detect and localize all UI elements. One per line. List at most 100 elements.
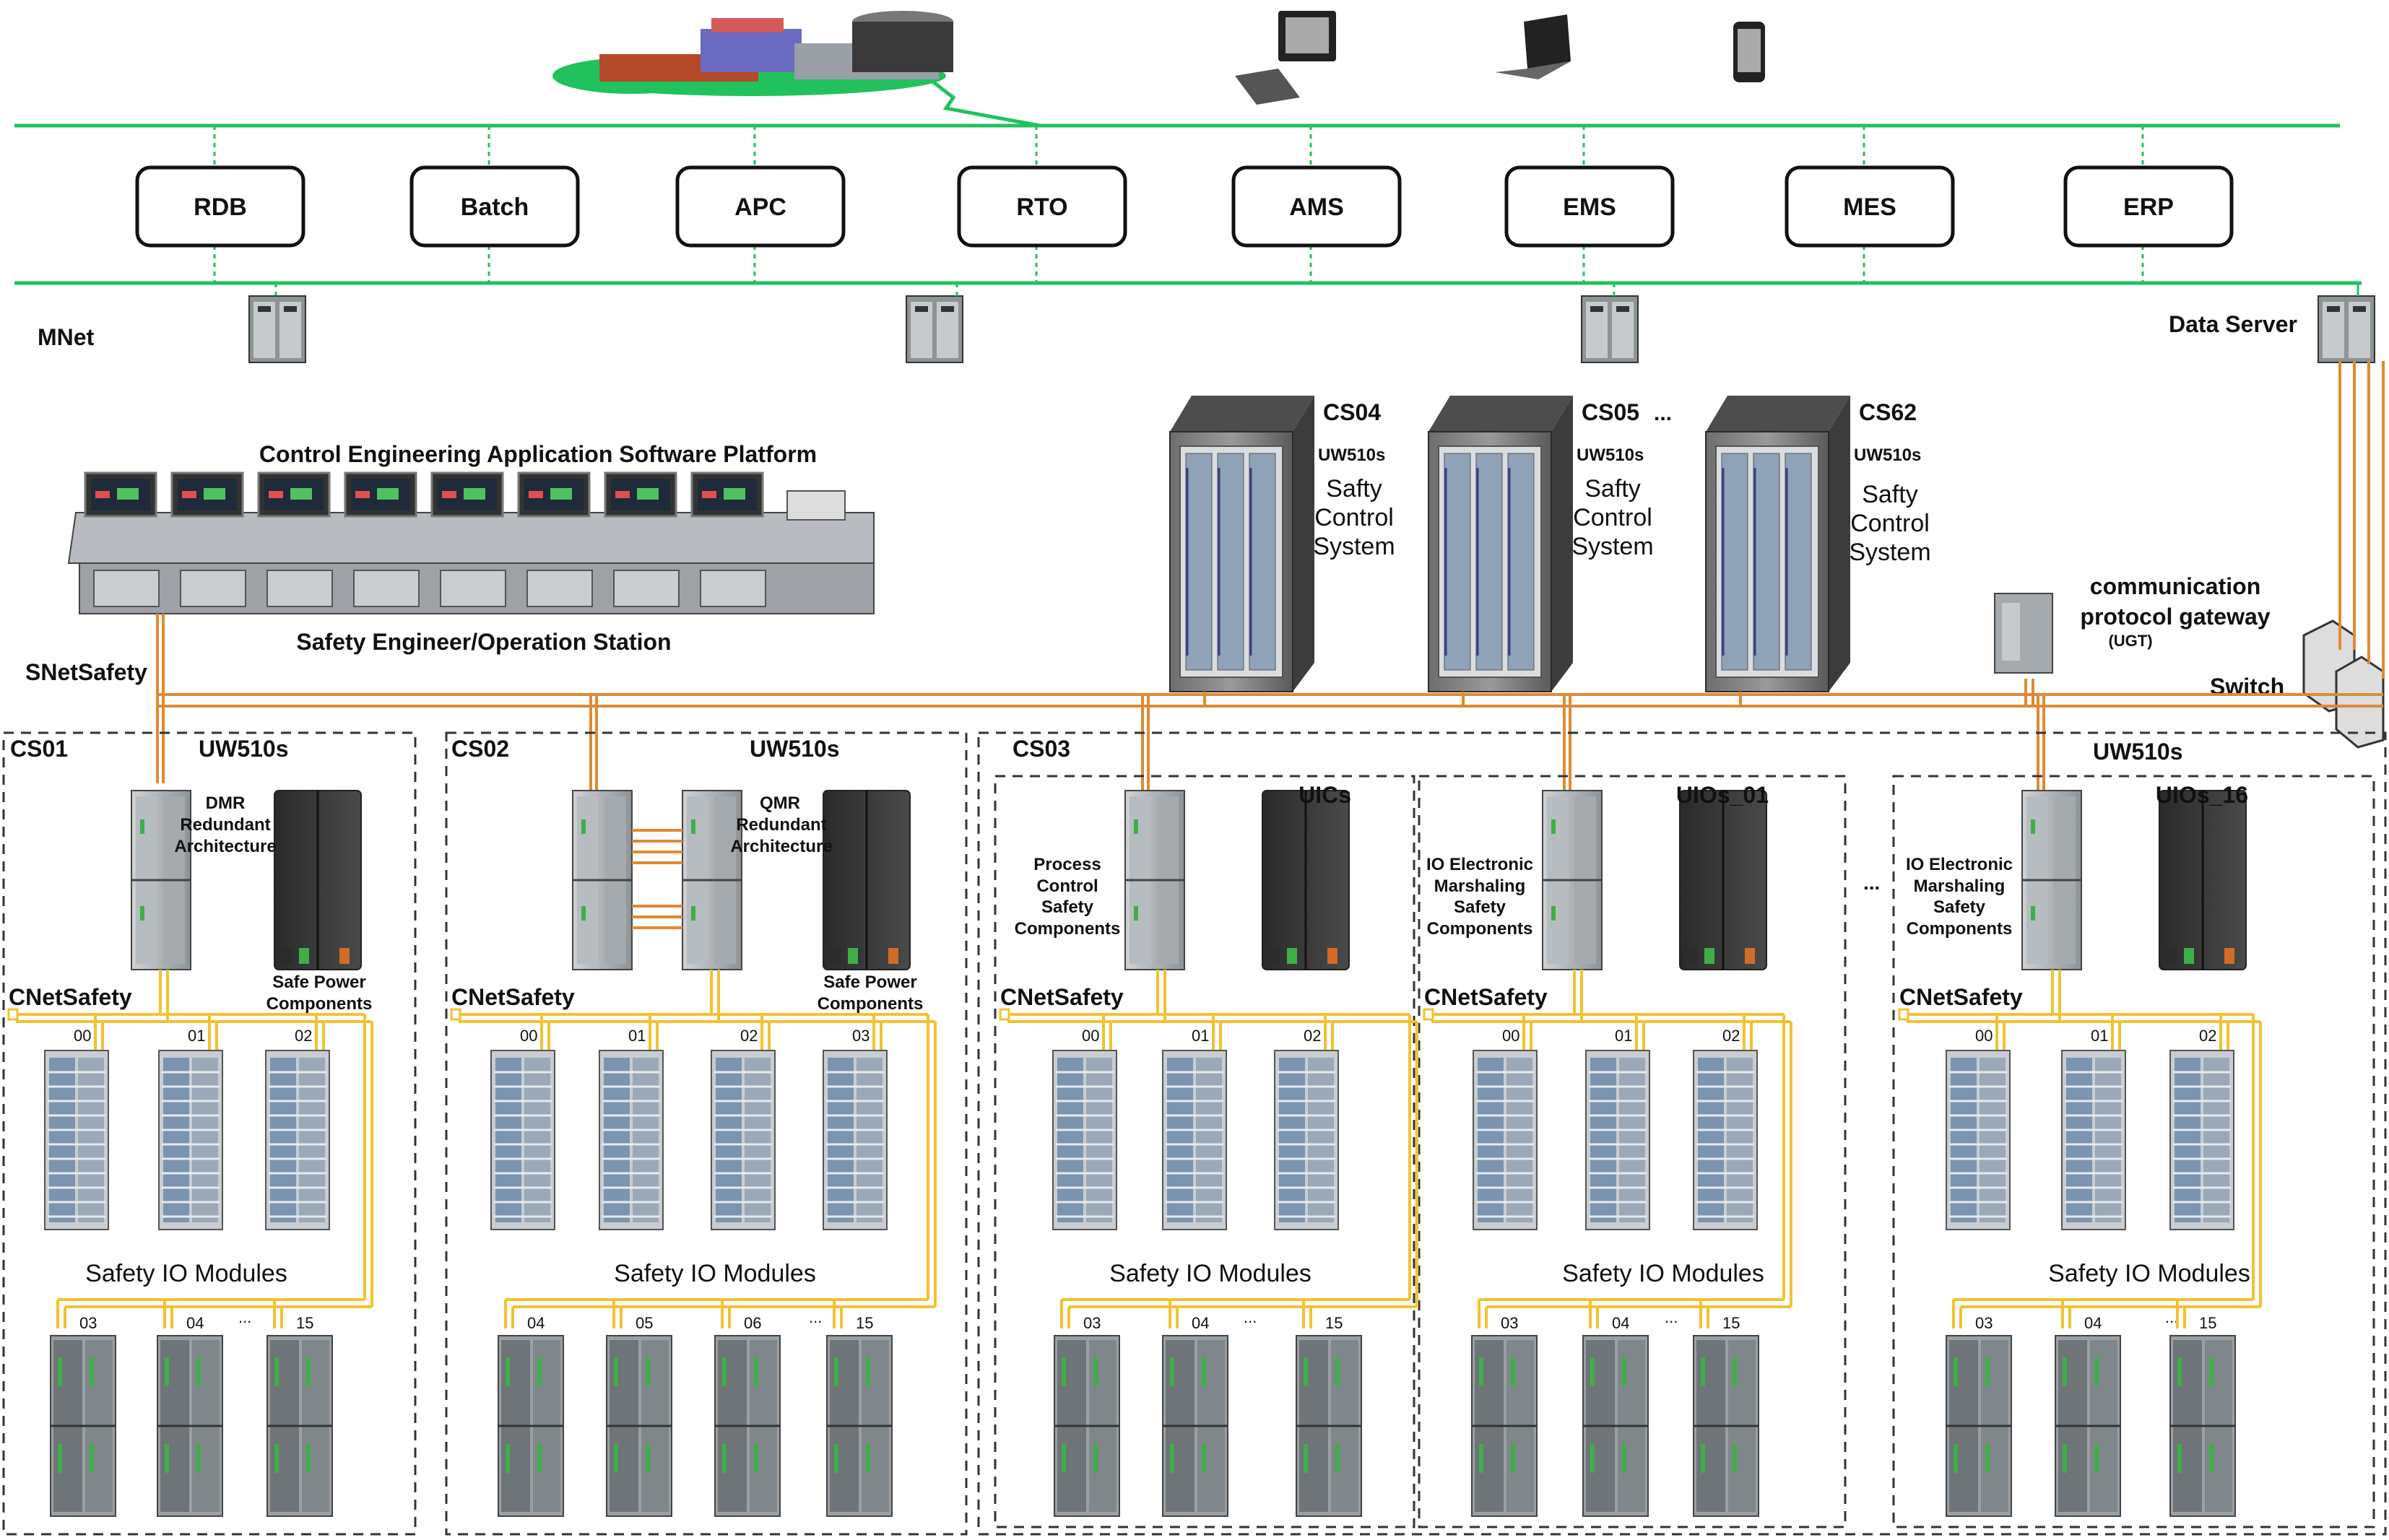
io-module-pair [1945, 1334, 2013, 1518]
plant-icon [552, 11, 1041, 128]
io-number: 01 [188, 1027, 205, 1045]
cs03-desc3: Safety [1454, 897, 1506, 917]
io-number: 15 [296, 1314, 313, 1332]
io-number: 00 [1975, 1027, 1993, 1045]
cs01-power2: Components [266, 994, 373, 1014]
io-number: 02 [295, 1027, 312, 1045]
app-box-mes [1785, 165, 1955, 248]
cs03-title: CS03 [1013, 736, 1070, 762]
gateway-icon [1994, 593, 2053, 674]
io-number: 03 [79, 1314, 97, 1332]
switch-icon [2302, 619, 2385, 749]
io-number: 04 [186, 1314, 204, 1332]
io-number: 03 [852, 1027, 870, 1045]
app-box-ams [1231, 165, 1402, 248]
cabinet-model: UW510s [1318, 445, 1385, 465]
cs02-model: UW510s [750, 736, 840, 762]
cs02-arch1: QMR [760, 793, 800, 813]
cs03-box [977, 731, 2387, 1536]
io-number: 00 [1082, 1027, 1099, 1045]
cnet-label: CNetSafety [451, 984, 575, 1010]
cnet-label: CNetSafety [9, 984, 132, 1010]
app-label-ams: AMS [1289, 193, 1344, 221]
safety-io-modules-label: Safety IO Modules [85, 1260, 287, 1287]
cabinet-model: UW510s [1577, 445, 1644, 465]
cabinet-line1: Safty [1326, 475, 1382, 503]
io-number: 04 [1612, 1314, 1629, 1332]
io-ellipsis: ... [1244, 1308, 1257, 1326]
cs03-desc4: Components [1427, 919, 1533, 939]
cabinet-model: UW510s [1854, 445, 1921, 465]
io-number: 04 [1192, 1314, 1209, 1332]
server-icon [248, 295, 306, 363]
snet-bus [156, 361, 2385, 783]
io-number: 04 [2084, 1314, 2102, 1332]
io-module-pair [1295, 1334, 1363, 1518]
io-module-pair [1161, 1334, 1229, 1518]
cabinet-line3: System [1849, 539, 1930, 566]
io-ellipsis: ... [809, 1308, 822, 1326]
cabinet-icon [1704, 394, 1852, 693]
app-box-rto [957, 165, 1127, 248]
io-number: 02 [740, 1027, 758, 1045]
cs03-tag-uios_01: UIOs_01 [1676, 782, 1769, 808]
cs02-title: CS02 [451, 736, 509, 762]
cs03-uios01-box [1418, 775, 1847, 1528]
data-server-label: Data Server [2169, 311, 2297, 337]
server-icon [906, 295, 963, 363]
io-number: 01 [1192, 1027, 1209, 1045]
cs03-desc4: Components [1907, 919, 2013, 939]
cs03-uics-box [994, 775, 1415, 1528]
app-label-erp: ERP [2123, 193, 2174, 221]
io-module-stack [2169, 1049, 2235, 1231]
station-label: Safety Engineer/Operation Station [296, 629, 671, 655]
io-module-stack [1472, 1049, 1538, 1231]
io-number: 03 [1083, 1314, 1101, 1332]
io-module-stack [710, 1049, 776, 1231]
io-number: 00 [1502, 1027, 1519, 1045]
cabinet-line3: System [1313, 533, 1395, 560]
system-boxes [2, 731, 2387, 1536]
cs03-model: UW510s [2093, 739, 2183, 765]
safety-io-modules-label: Safety IO Modules [614, 1260, 816, 1287]
cs01-title: CS01 [10, 736, 68, 762]
io-module-stack [1945, 1049, 2011, 1231]
mnet-servers [248, 283, 2375, 363]
io-module-stack [1273, 1049, 1340, 1231]
cs02-box [445, 731, 968, 1536]
io-number: 15 [1722, 1314, 1740, 1332]
cnet-label: CNetSafety [1000, 984, 1124, 1010]
platform-title: Control Engineering Application Software… [259, 441, 817, 467]
desktop-icon [1235, 11, 1336, 105]
io-module-pair [156, 1334, 224, 1518]
io-module-pair [825, 1334, 893, 1518]
cs03-desc4: Components [1015, 919, 1121, 939]
safety-io-modules-label: Safety IO Modules [1562, 1260, 1764, 1287]
cs02-arch3: Architecture [730, 837, 832, 856]
cs03-desc2: Control [1036, 876, 1098, 896]
io-module-stack [43, 1049, 110, 1231]
cs01-arch2: Redundant [180, 815, 270, 835]
io-module-pair [49, 1334, 117, 1518]
io-number: 15 [1325, 1314, 1343, 1332]
app-box-erp [2063, 165, 2234, 248]
io-module-stack [490, 1049, 556, 1231]
cs03-groups: UICsProcessControlSafetyComponentsUIOs_0… [1015, 782, 2248, 971]
io-ellipsis: ... [2165, 1308, 2178, 1326]
cs02-arch2: Redundant [736, 815, 826, 835]
io-number: 06 [744, 1314, 761, 1332]
io-module-pair [2054, 1334, 2122, 1518]
app-label-rdb: RDB [194, 193, 247, 221]
io-module-stack [1161, 1049, 1228, 1231]
cs01-power1: Safe Power [272, 973, 365, 992]
io-number: 05 [636, 1314, 653, 1332]
app-box-rdb [135, 165, 305, 248]
cnet-label: CNetSafety [1424, 984, 1548, 1010]
app-label-ems: EMS [1563, 193, 1616, 221]
cabinet-line2: Control [1573, 504, 1652, 531]
cs03-tag-uics: UICs [1298, 782, 1351, 808]
io-number: 01 [1615, 1027, 1632, 1045]
